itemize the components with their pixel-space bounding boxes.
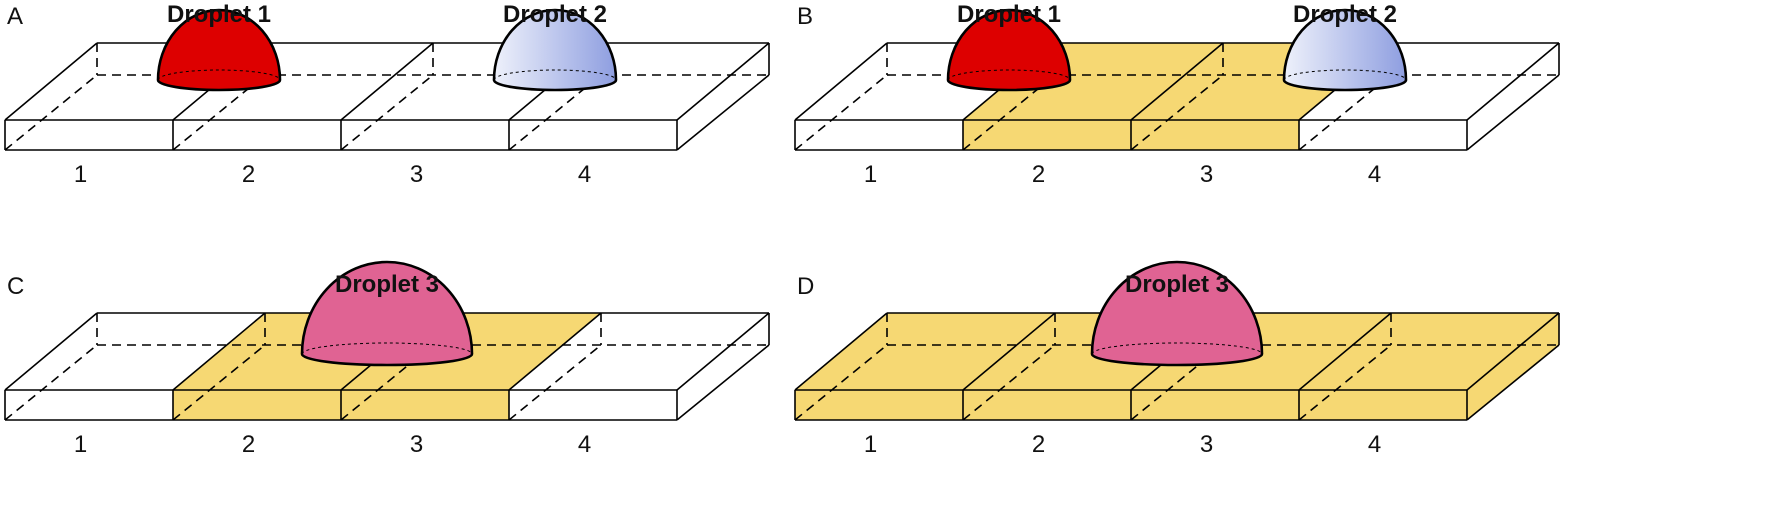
- droplet-label: Droplet 3: [1125, 271, 1229, 298]
- panel-letter: D: [797, 273, 814, 300]
- cell-number: 2: [1032, 161, 1045, 188]
- cell-divider-top: [508, 312, 602, 391]
- droplet: [492, 8, 618, 92]
- cell-divider-top: [962, 312, 1056, 391]
- cell-number: 3: [1200, 431, 1213, 458]
- droplet-base-dashed: [1283, 69, 1407, 81]
- wetted-front-face: [173, 390, 341, 420]
- droplet: [1282, 8, 1408, 92]
- slab-bottom-right-edge: [676, 74, 770, 151]
- droplet: [946, 8, 1072, 92]
- hidden-left-depth-edge: [794, 74, 888, 151]
- cell-number: 1: [74, 431, 87, 458]
- cell-number: 2: [242, 161, 255, 188]
- hidden-left-depth-edge: [794, 344, 888, 421]
- droplet-label: Droplet 1: [957, 1, 1061, 28]
- droplet-base-dashed: [493, 69, 617, 81]
- slab-top-left-edge: [4, 42, 98, 121]
- droplet: [156, 8, 282, 92]
- cell-number: 2: [242, 431, 255, 458]
- panel-b: B 1 2 3 4 Droplet 1 Droplet 2: [794, 1, 1560, 188]
- slab-top-right-edge: [1466, 42, 1560, 121]
- cell-number: 3: [1200, 161, 1213, 188]
- hidden-divider-edge: [172, 344, 266, 421]
- cell-number: 3: [410, 431, 423, 458]
- droplet-shape: [1090, 260, 1264, 367]
- panel-letter: A: [7, 3, 23, 30]
- droplet: [1090, 260, 1264, 367]
- wetted-front-face: [963, 390, 1131, 420]
- droplet-label: Droplet 1: [167, 1, 271, 28]
- cell-number: 4: [578, 161, 591, 188]
- droplet-label: Droplet 2: [1293, 1, 1397, 28]
- slab-bottom-right-edge: [676, 344, 770, 421]
- wetted-side-face: [1467, 313, 1559, 420]
- hidden-divider-edge: [1130, 74, 1224, 151]
- cell-number: 1: [864, 161, 877, 188]
- droplet-shape: [300, 260, 474, 367]
- slab-top-left-edge: [794, 42, 888, 121]
- wetted-top-face: [1299, 313, 1559, 390]
- cell-number: 2: [1032, 431, 1045, 458]
- wetted-top-face: [963, 43, 1223, 120]
- slab-top-right-edge: [676, 312, 770, 391]
- wetted-front-face: [341, 390, 509, 420]
- cell-number: 4: [578, 431, 591, 458]
- cell-number: 3: [410, 161, 423, 188]
- cell-number: 4: [1368, 161, 1381, 188]
- wetted-front-face: [795, 390, 963, 420]
- cell-divider-top: [1298, 312, 1392, 391]
- slab-top-left-edge: [794, 312, 888, 391]
- wetted-front-face: [963, 120, 1131, 150]
- wetted-top-face: [795, 313, 1055, 390]
- droplet-label: Droplet 3: [335, 271, 439, 298]
- slab-bottom-right-edge: [1466, 344, 1560, 421]
- cell-number: 1: [74, 161, 87, 188]
- panel-c: C 1 2 3 4 Droplet 3: [4, 260, 770, 458]
- hidden-divider-edge: [508, 344, 602, 421]
- panel-letter: C: [7, 273, 24, 300]
- wetted-front-face: [1131, 120, 1299, 150]
- hidden-divider-edge: [962, 344, 1056, 421]
- panel-a: A 1 2 3 4 Droplet 1 Droplet 2: [4, 1, 770, 188]
- cell-number: 1: [864, 431, 877, 458]
- slab-top-right-edge: [676, 42, 770, 121]
- cell-divider-top: [340, 42, 434, 121]
- slab-bottom-right-edge: [1466, 74, 1560, 151]
- slab-top-right-edge: [1466, 312, 1560, 391]
- slab-top-left-edge: [4, 312, 98, 391]
- droplet-base-dashed: [947, 69, 1071, 81]
- droplet-base-dashed: [301, 342, 473, 355]
- wetted-front-face: [1299, 390, 1467, 420]
- droplet-base-dashed: [157, 69, 281, 81]
- wetted-front-face: [1131, 390, 1299, 420]
- panel-d: D 1 2 3 4 Droplet 3: [794, 260, 1560, 458]
- panel-letter: B: [797, 3, 813, 30]
- droplet-label: Droplet 2: [503, 1, 607, 28]
- hidden-divider-edge: [1298, 344, 1392, 421]
- hidden-left-depth-edge: [4, 344, 98, 421]
- cell-divider-top: [1130, 42, 1224, 121]
- cell-number: 4: [1368, 431, 1381, 458]
- hidden-left-depth-edge: [4, 74, 98, 151]
- droplet-base-dashed: [1091, 342, 1263, 355]
- droplet: [300, 260, 474, 367]
- cell-divider-top: [172, 312, 266, 391]
- hidden-divider-edge: [340, 74, 434, 151]
